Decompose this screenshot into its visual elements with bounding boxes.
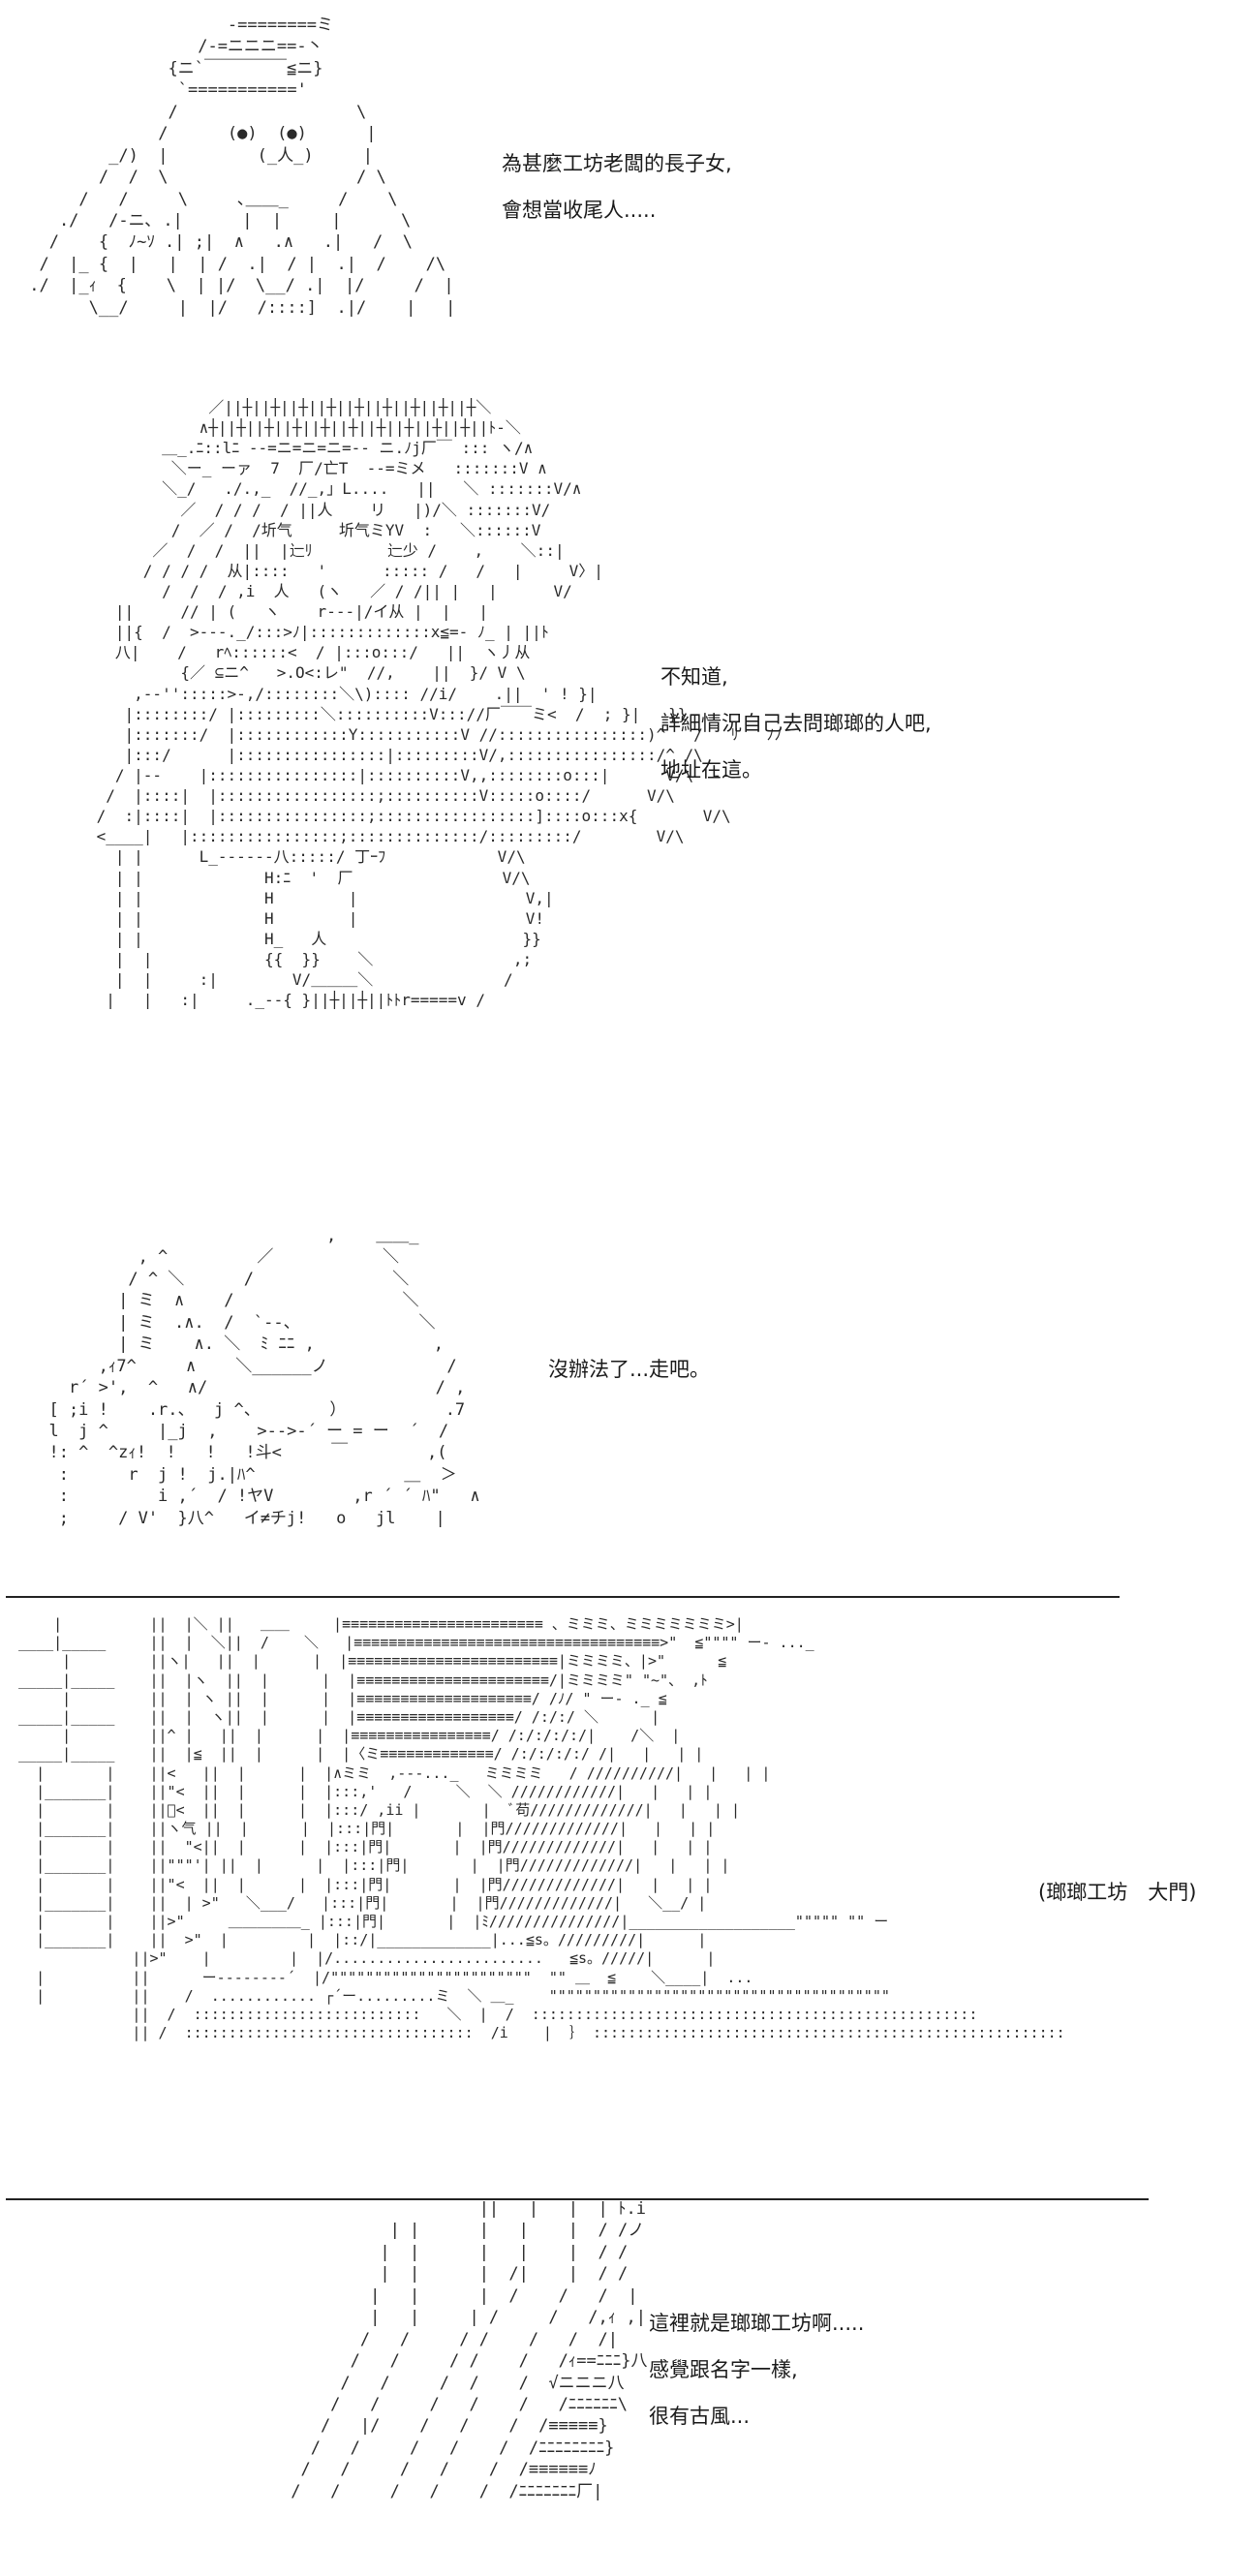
speech-line: 詳細情況自己去問瑯瑯的人吧, [660,712,932,735]
panel-5: || | | | ﾄ.i | | | | | / /ノ | | | | | / … [0,2198,1259,2576]
panel-1: -========ミ /-=ニニニ==-丶 {ニ`￣￣￣￣￣≦ニ} `=====… [0,0,1259,378]
scene-art-stone-path: || | | | ﾄ.i | | | | | / /ノ | | | | | / … [291,2199,648,2501]
speech-text-2: 不知道, 詳細情況自己去問瑯瑯的人吧, 地址在這。 [660,654,932,793]
panel-border-bottom [6,2198,1149,2200]
character-art-back-view: , ＿＿_ , ^ ／ ＼ / ^ ＼ / ＼ | ミ ∧ / ＼ | ミ .∧… [48,1226,480,1528]
speech-line: 地址在這。 [660,758,762,782]
character-art-standing-girl: ／||┼||┼||┼||┼||┼||┼||┼||┼||┼＼ ∧┼||┼||┼||… [96,398,783,1010]
speech-line: 為甚麼工坊老闆的長子女, [502,152,732,175]
speech-text-1: 為甚麼工坊老闆的長子女, 會想當收尾人..... [502,140,732,233]
panel-3: , ＿＿_ , ^ ／ ＼ / ^ ＼ / ＼ | ミ ∧ / ＼ | ミ .∧… [0,1211,1259,1579]
scene-caption: (瑯瑯工坊 大門) [1038,1881,1197,1904]
speech-line: 這裡就是瑯瑯工坊啊..... [649,2312,865,2335]
character-art-cap-girl: -========ミ /-=ニニニ==-丶 {ニ`￣￣￣￣￣≦ニ} `=====… [29,15,456,318]
speech-line: 不知道, [660,665,728,689]
speech-text-5: 這裡就是瑯瑯工坊啊..... 感覺跟名字一樣, 很有古風... [649,2300,864,2439]
panel-2: ／||┼||┼||┼||┼||┼||┼||┼||┼||┼＼ ∧┼||┼||┼||… [0,378,1259,1211]
speech-line: 沒辦法了...走吧。 [548,1358,711,1381]
speech-text-3: 沒辦法了...走吧。 [548,1346,710,1393]
speech-line: 會想當收尾人..... [502,199,657,222]
scene-art-workshop-gate: | || |＼ || ＿＿ |≡≡≡≡≡≡≡≡≡≡≡≡≡≡≡≡≡≡≡≡≡≡≡ 、… [18,1615,1065,2042]
panel-4: | || |＼ || ＿＿ |≡≡≡≡≡≡≡≡≡≡≡≡≡≡≡≡≡≡≡≡≡≡≡ 、… [0,1579,1259,2218]
panel-border-top [6,1596,1120,1598]
speech-line: 感覺跟名字一樣, [649,2358,798,2381]
speech-line: 很有古風... [649,2405,751,2428]
